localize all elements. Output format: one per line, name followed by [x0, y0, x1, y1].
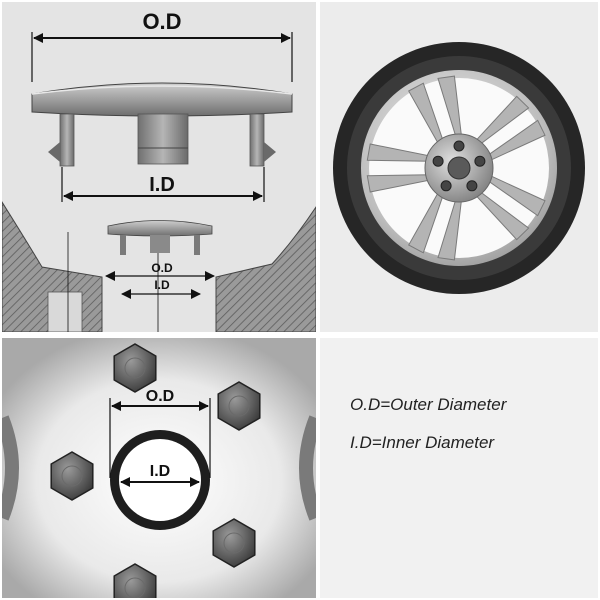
cap-dimension-panel: O.D I.D [2, 2, 316, 332]
id-label: I.D [149, 174, 175, 196]
cap-dimension-drawing: O.D I.D [2, 2, 316, 332]
od-label-hub: O.D [146, 388, 174, 405]
cap-clip-right [249, 113, 265, 167]
wheel-bolts [432, 140, 486, 192]
legend-od-definition: O.D=Outer Diameter [350, 395, 507, 414]
lug-nut [113, 343, 157, 393]
hub-section-right [215, 206, 316, 332]
hub-face-panel: O.D I.D [2, 338, 316, 598]
seated-cap [107, 220, 213, 237]
cap-top [31, 82, 293, 117]
wheel-edge-right [299, 415, 316, 521]
wheel-panel [320, 2, 598, 332]
wheel-bolt [440, 180, 452, 192]
wheel-bolt [432, 155, 444, 167]
cap-center-boss [137, 113, 189, 165]
od-label: O.D [142, 9, 181, 34]
lug-nut [113, 563, 157, 598]
od-label-small: O.D [151, 261, 173, 275]
legend-panel: O.D=Outer Diameter I.D=Inner Diameter [320, 338, 598, 598]
lug-nut [212, 518, 256, 568]
lug-nut [50, 451, 94, 501]
hub-face-drawing: O.D I.D [2, 338, 316, 598]
wheel-spokes [366, 75, 546, 261]
wheel-bolt [466, 180, 478, 192]
cap-clip-left [59, 113, 75, 167]
bore-opening [119, 439, 201, 521]
lug-nut [217, 381, 261, 431]
id-label-small: I.D [154, 278, 170, 292]
wheel-edge-left [2, 415, 19, 521]
legend-id-definition: I.D=Inner Diameter [350, 433, 495, 452]
wheel-drawing [320, 2, 598, 332]
lug-nuts [50, 343, 261, 598]
id-label-hub: I.D [150, 463, 170, 480]
center-bore [447, 156, 471, 180]
wheel-bolt [453, 140, 465, 152]
wheel-bolt [474, 155, 486, 167]
